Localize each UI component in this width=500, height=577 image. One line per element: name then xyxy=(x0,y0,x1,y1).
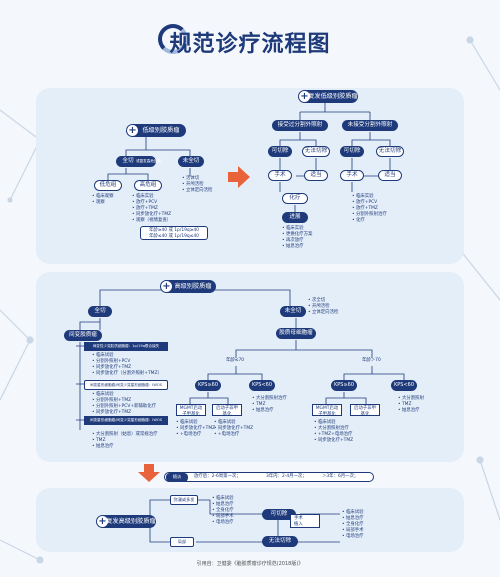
total-tag: 或复发高危因素 xyxy=(136,159,162,163)
node-unresectable-a: 无法切除 xyxy=(302,146,330,157)
node-local: 局部 xyxy=(170,537,194,547)
followup-label: 随访 xyxy=(166,473,188,482)
title-ring-icon xyxy=(158,24,188,54)
list-h3-bottom: 大分割照射（姑息）或常规治疗TMZ姑息治疗 xyxy=(92,432,157,450)
plus-icon: + xyxy=(97,516,108,527)
mgmt-unmethylated-b: 启动子非甲基化 xyxy=(350,404,380,417)
list-gbm-c: 大分割照射治疗TMZ姑息治疗 xyxy=(252,396,287,414)
followup-bar xyxy=(164,472,374,482)
kps-lt-60-a: KPS<60 xyxy=(249,380,275,391)
node-appropriate-a: 适当 xyxy=(304,170,328,181)
node-surgery-b: 手术 xyxy=(340,170,364,181)
node-chemo: 化疗 xyxy=(282,193,308,204)
followup-t3: ＞3年：6月一次； xyxy=(322,474,359,479)
node-low-risk: 低危组 xyxy=(94,180,122,191)
list-h2: 临床试验分割外照射+TMZ分割外照射+PCV+新辅助化疗同步放化疗+TMZ xyxy=(92,392,156,416)
node-surgery-implant: 手术植入 xyxy=(290,514,320,528)
footer-citation: 引用自：卫健委《脑胶质瘤诊疗规范(2018版)》 xyxy=(196,561,304,567)
node-gbm: 胶质母细胞瘤 xyxy=(276,328,316,339)
node-low-grade-root: +低级别胶质瘤 xyxy=(126,124,186,137)
list-h1: 临床试验分割外照射+PCV同步放化疗+TMZ同步放化疗（分割外照射+TMZ） xyxy=(92,353,162,377)
arrow-right-icon xyxy=(228,166,250,188)
kps-ge-60-b: KPS≥60 xyxy=(331,380,357,391)
node-hg-unresectable: 无法切除 xyxy=(262,536,298,547)
arrow-down-icon xyxy=(138,464,160,482)
mgmt-unmethylated-a: 启动子非甲基化 xyxy=(212,404,242,417)
node-appropriate-b: 适当 xyxy=(378,170,402,181)
list-gbm-b: 临床试验同步放化疗+TMZ+电场治疗 xyxy=(214,420,253,438)
list-gbm-e: 大分割照射TMZ姑息治疗 xyxy=(398,396,424,414)
list-gbm-d: 临床试验大分割照射治疗+TMZ+电场治疗同步放化疗+TMZ xyxy=(314,420,353,444)
node-progression: 进展 xyxy=(282,212,308,223)
node-subtotal: 未全切 xyxy=(178,156,204,167)
followup-t1: 放疗后：2-6周第一次； xyxy=(194,474,241,479)
node-hg-total: 全切 xyxy=(88,306,112,317)
followup-t2: 3年内：2-4月一次； xyxy=(266,474,307,479)
list-subtotal: 活体切开颅活检立体定向活检 xyxy=(182,176,212,194)
node-recurrent-high-grade: +复发高级别胶质瘤 xyxy=(96,515,156,528)
list-gbm-a: 临床试验同步放化疗+TMZ+电场治疗 xyxy=(176,420,215,438)
node-prior-rt: 接受过分割外照射 xyxy=(272,120,328,131)
plus-icon: + xyxy=(127,125,138,136)
node-surgery-a: 手术 xyxy=(268,170,292,181)
kps-ge-60-a: KPS≥60 xyxy=(195,380,221,391)
tag-h2: 间变星形细胞瘤/间变少突星形细胞瘤：IWOS xyxy=(84,380,168,390)
node-hg-subtotal: 未全切 xyxy=(280,306,306,317)
list-high-risk: 临床实验放疗+PCV放疗+TMZ同步放化疗+TMZ观察（视情复查） xyxy=(132,194,171,224)
kps-lt-60-b: KPS<60 xyxy=(391,380,417,391)
node-recurrent-low-grade: +复发低级别胶质瘤 xyxy=(298,90,358,103)
plus-icon: + xyxy=(161,281,172,292)
node-unresectable-b: 无法切除 xyxy=(376,146,404,157)
page-title: 规范诊疗流程图 xyxy=(169,32,331,57)
mgmt-methylated-a: MGMT启动子甲基化 xyxy=(176,404,206,417)
list-hg-subtotal: 次全切开颅活检立体定向活检 xyxy=(308,298,338,316)
list-recurrent-right: 临床试验姑息治疗全身化疗局部手术电场治疗 xyxy=(342,510,364,540)
node-anaplastic: 间变胶质瘤 xyxy=(64,330,102,341)
node-diffuse: 弥漫或多发 xyxy=(170,495,198,505)
list-low-risk: 临床观察观察 xyxy=(92,194,114,206)
list-no-prior-rt-bottom: 临床实验放疗+PCV放疗+TMZ分割外照射治疗化疗 xyxy=(352,194,387,224)
node-high-risk: 高危组 xyxy=(134,180,162,191)
node-no-prior-rt: 未接受分割外照射 xyxy=(342,120,398,131)
age-gt-70: 年龄＞70 xyxy=(362,358,381,363)
plus-icon: + xyxy=(299,91,310,102)
node-total-resection: 全切 xyxy=(116,156,156,167)
tag-h1: 间变性少突胶质细胞瘤：1p/19q联合缺失 xyxy=(84,342,168,351)
list-prior-rt-bottom: 临床实验更换化疗方案再次放疗姑息治疗 xyxy=(282,226,312,250)
node-high-grade-root: +高级别胶质瘤 xyxy=(160,280,216,293)
age-le-70: 年龄≤70 xyxy=(226,358,245,363)
node-resectable-a: 可切除 xyxy=(268,146,292,157)
tag-h3: 间变星形细胞瘤/间变少突星形细胞瘤：IWOS xyxy=(84,416,168,425)
node-resectable-b: 可切除 xyxy=(340,146,364,157)
node-hg-resectable: 可切除 xyxy=(262,509,296,520)
list-diffuse: 临床试验姑息治疗全身化疗局部手术电场治疗 xyxy=(212,496,234,526)
mgmt-methylated-b: MGMT启动子甲基化 xyxy=(312,404,342,417)
